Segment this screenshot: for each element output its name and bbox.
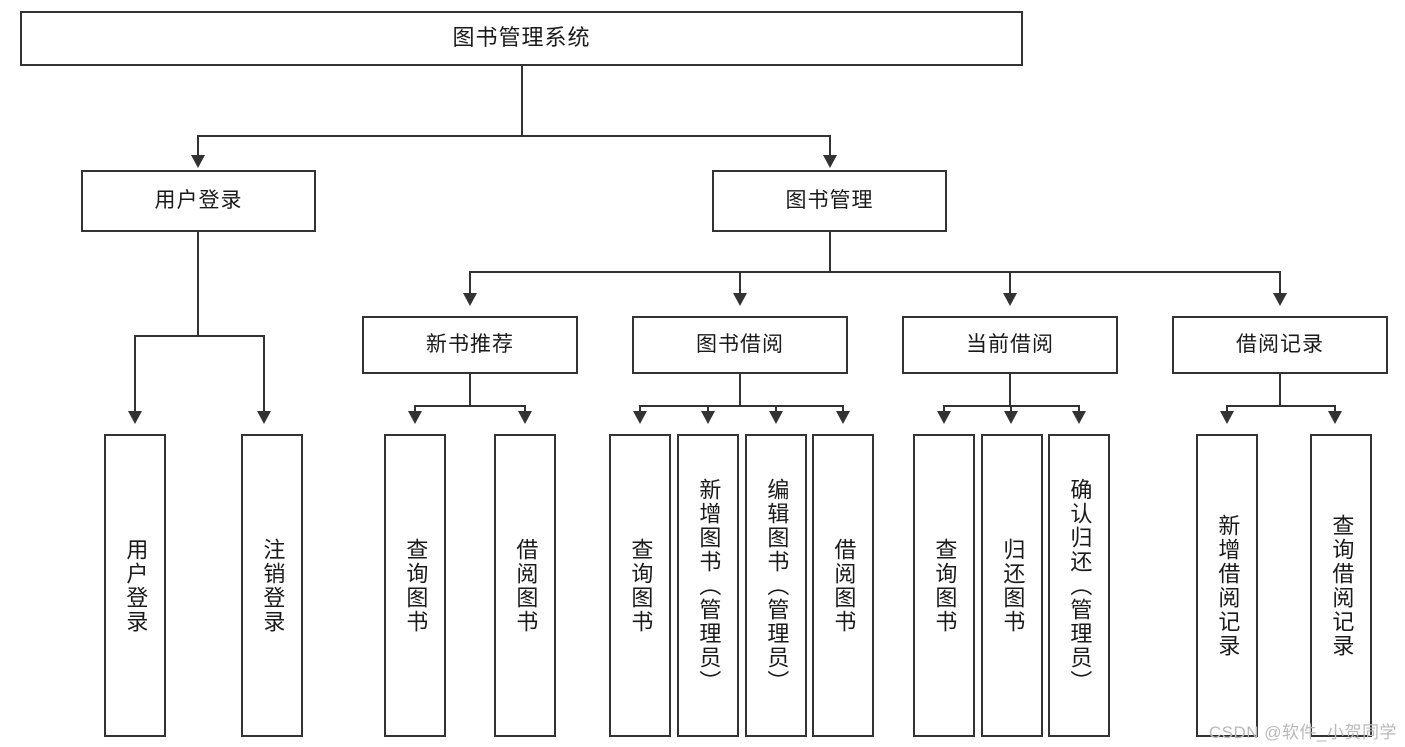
leaf-label: 新增借阅记录 [1215,513,1241,658]
arrowhead-borrow-book [733,293,747,306]
arrowhead-user-login-child1 [128,411,142,424]
edge-book-mgmt-bus [469,271,1281,273]
arrowhead-book-borrow-child4 [836,411,850,424]
arrowhead-current-borrow-child2 [1004,411,1018,424]
edge-current-borrow-child2 [1010,405,1012,413]
node-book-management[interactable]: 图书管理 [712,170,947,232]
edge-book-borrow-child4 [842,405,844,413]
edge-book-mgmt-child2 [739,271,741,295]
leaf-user-login-login[interactable]: 用户登录 [104,434,166,737]
arrowhead-book-borrow-child2 [701,411,715,424]
edge-new-book-stem [469,374,471,406]
edge-current-borrow-child1 [943,405,945,413]
leaf-borrow-borrow-book[interactable]: 借阅图书 [812,434,874,737]
leaf-label: 注销登录 [260,537,286,634]
arrowhead-borrow-record-child1 [1220,411,1234,424]
arrowhead-current-borrow-child1 [937,411,951,424]
leaf-borrow-query-book[interactable]: 查询图书 [609,434,671,737]
arrowhead-current-borrow [1003,293,1017,306]
edge-book-mgmt-child4 [1279,271,1281,295]
leaf-new-book-borrow[interactable]: 借阅图书 [494,434,556,737]
edge-user-login-stem [197,232,199,336]
leaf-label: 新增图书（管理员） [696,477,722,694]
edge-borrow-record-child2 [1334,405,1336,413]
leaf-label: 编辑图书（管理员） [764,477,790,694]
arrowhead-book-mgmt [823,155,837,168]
leaf-record-query-record[interactable]: 查询借阅记录 [1310,434,1372,737]
edge-user-login-child2 [263,335,265,413]
leaf-label: 借阅图书 [831,537,857,634]
leaf-borrow-add-book-admin[interactable]: 新增图书（管理员） [677,434,739,737]
leaf-label: 用户登录 [123,537,149,634]
edge-borrow-record-stem [1279,374,1281,406]
node-root-system[interactable]: 图书管理系统 [20,11,1023,66]
leaf-record-add-record[interactable]: 新增借阅记录 [1196,434,1258,737]
node-new-book-recommend[interactable]: 新书推荐 [362,316,578,374]
edge-book-mgmt-stem [829,232,831,272]
node-borrow-record[interactable]: 借阅记录 [1172,316,1388,374]
edge-book-borrow-bus [639,405,843,407]
arrowhead-new-book-child2 [518,411,532,424]
arrowhead-book-borrow-child1 [633,411,647,424]
leaf-label: 查询图书 [403,537,429,634]
leaf-label: 借阅图书 [513,537,539,634]
edge-book-borrow-child3 [775,405,777,413]
leaf-label: 归还图书 [1000,537,1026,634]
edge-root-stem [521,66,523,136]
edge-book-mgmt-child3 [1009,271,1011,295]
leaf-label: 查询借阅记录 [1329,513,1355,658]
leaf-current-return-book[interactable]: 归还图书 [981,434,1043,737]
edge-borrow-record-bus [1226,405,1336,407]
leaf-label: 确认归还（管理员） [1067,477,1093,694]
edge-current-borrow-child3 [1078,405,1080,413]
leaf-user-login-logout[interactable]: 注销登录 [241,434,303,737]
arrowhead-new-book [463,293,477,306]
arrowhead-new-book-child1 [408,411,422,424]
arrowhead-borrow-record [1273,293,1287,306]
node-user-login[interactable]: 用户登录 [81,170,316,232]
edge-user-login-child1 [134,335,136,413]
leaf-borrow-edit-book-admin[interactable]: 编辑图书（管理员） [745,434,807,737]
edge-new-book-child1 [414,405,416,413]
node-current-borrow[interactable]: 当前借阅 [902,316,1118,374]
edge-book-borrow-stem [739,374,741,406]
arrowhead-borrow-record-child2 [1328,411,1342,424]
edge-root-bus [198,135,831,137]
edge-new-book-bus [414,405,526,407]
edge-book-borrow-child2 [707,405,709,413]
edge-user-login-bus [134,335,264,337]
edge-root-to-user-login [197,135,199,157]
leaf-label: 查询图书 [932,537,958,634]
edge-borrow-record-child1 [1226,405,1228,413]
edge-root-to-book-mgmt [829,135,831,157]
arrowhead-user-login-child2 [257,411,271,424]
csdn-watermark: CSDN @软件_小贺同学 [1208,723,1397,742]
arrowhead-book-borrow-child3 [769,411,783,424]
edge-current-borrow-stem [1009,374,1011,406]
edge-book-borrow-child1 [639,405,641,413]
leaf-new-book-query[interactable]: 查询图书 [384,434,446,737]
arrowhead-user-login [191,155,205,168]
leaf-current-query-book[interactable]: 查询图书 [913,434,975,737]
edge-book-mgmt-child1 [469,271,471,295]
edge-new-book-child2 [524,405,526,413]
arrowhead-current-borrow-child3 [1072,411,1086,424]
leaf-label: 查询图书 [628,537,654,634]
leaf-current-confirm-return-admin[interactable]: 确认归还（管理员） [1048,434,1110,737]
node-book-borrow[interactable]: 图书借阅 [632,316,848,374]
